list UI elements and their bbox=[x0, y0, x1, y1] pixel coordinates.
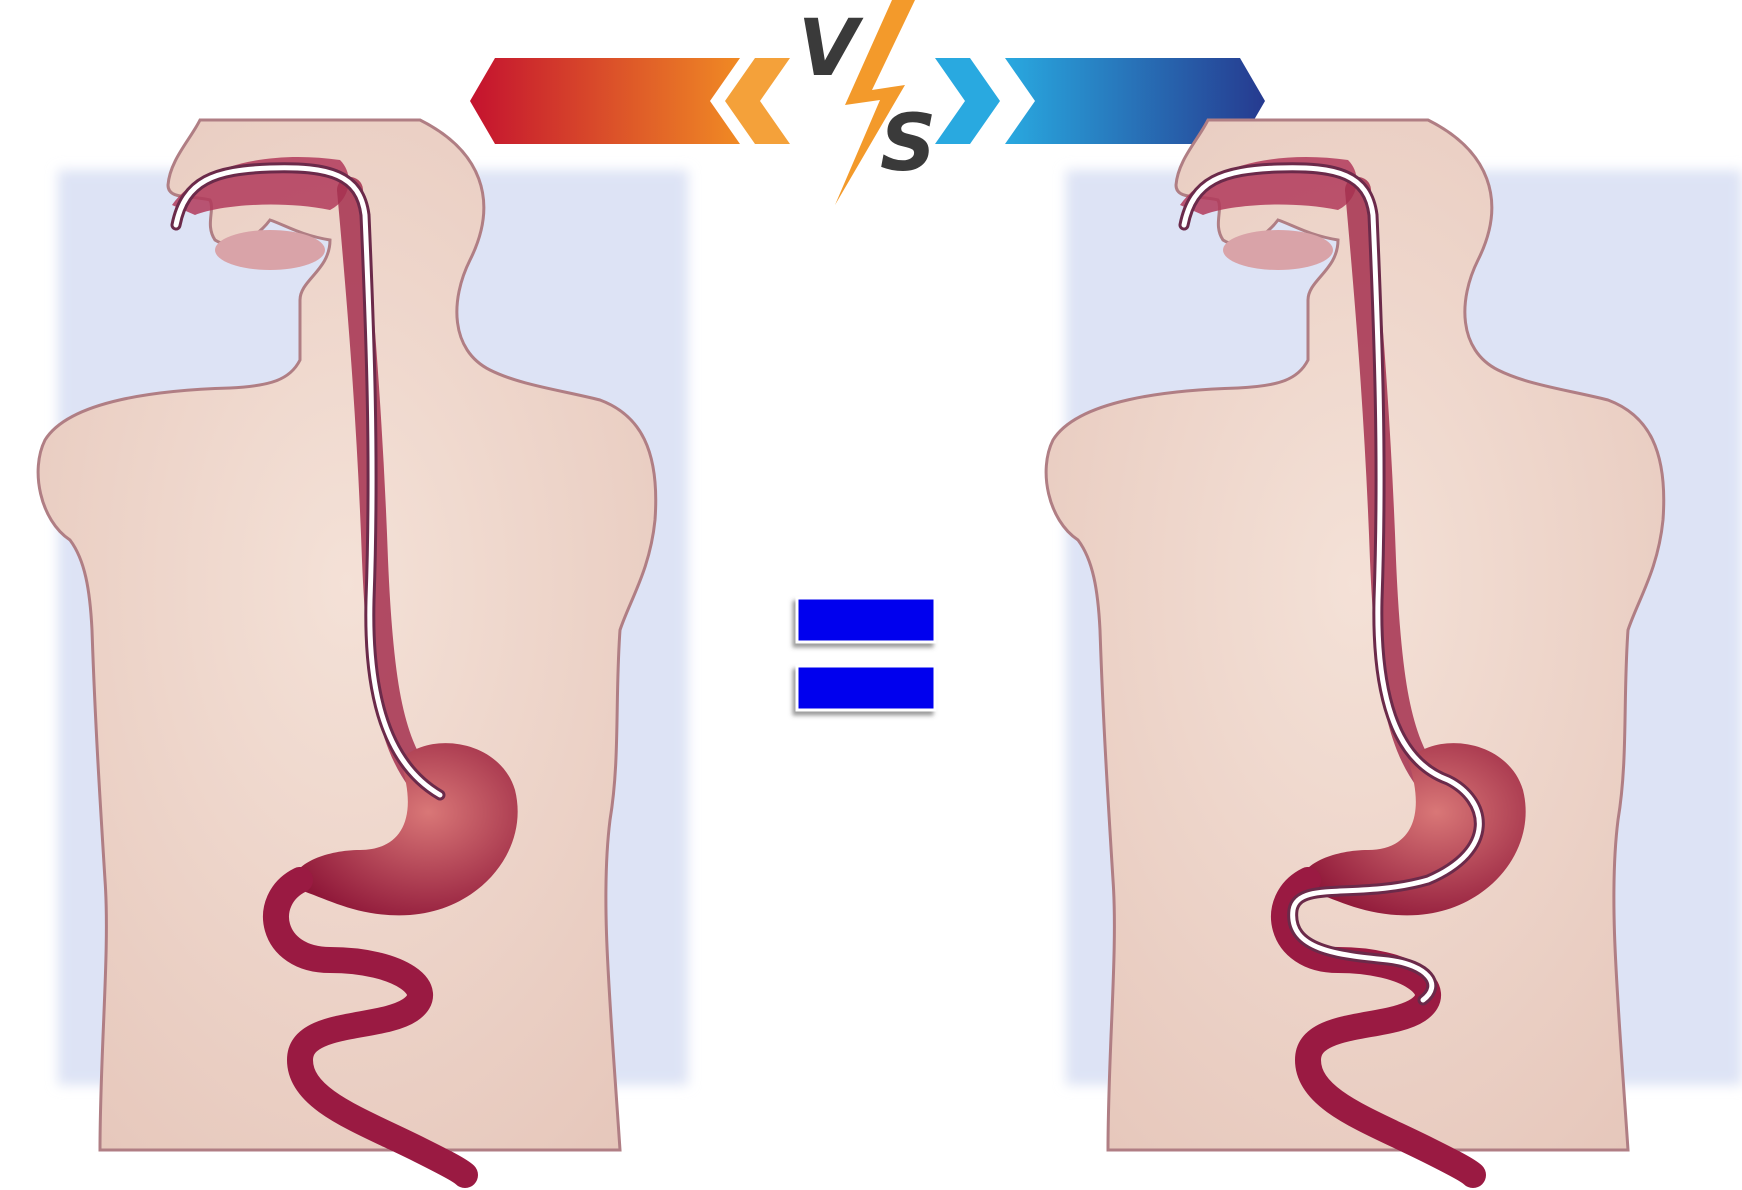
right-panel bbox=[1046, 120, 1742, 1175]
equals-sign-icon bbox=[797, 598, 935, 710]
banner-left-arrow bbox=[470, 58, 740, 144]
equals-top-bar bbox=[797, 598, 935, 642]
left-tongue bbox=[215, 230, 325, 270]
left-panel bbox=[38, 120, 688, 1175]
right-tongue bbox=[1223, 230, 1333, 270]
vs-letter-v: V bbox=[798, 4, 864, 94]
equals-bottom-bar bbox=[797, 666, 935, 710]
banner-left-chevron bbox=[725, 58, 790, 144]
vs-letter-s: S bbox=[880, 99, 936, 189]
banner-right-chevron bbox=[935, 58, 1000, 144]
